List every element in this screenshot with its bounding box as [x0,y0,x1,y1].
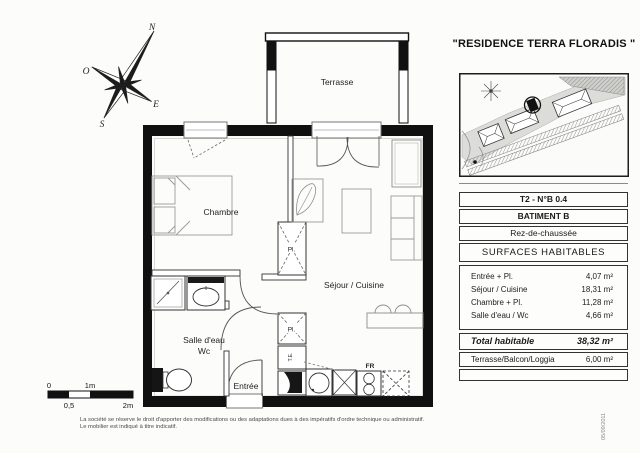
compass-east-label: E [152,100,159,110]
disclaimer-line-1: La société se réserve le droit d'apporte… [80,417,425,423]
site-map [459,73,629,177]
toilet-icon [152,368,192,392]
row-value: 4,07 m² [585,272,613,281]
compass-rose-icon [91,30,155,119]
placard-entree-label: Pl. [288,327,296,334]
fridge-slot-icon [382,370,410,397]
site-compass-icon [481,81,501,101]
unit-number: T2 - N°B 0.4 [459,192,628,207]
cooktop-icon [356,370,382,397]
compass-south-label: S [100,120,105,130]
surfaces-section-title: SURFACES HABITABLES [459,243,628,262]
bar-with-stools-icon [366,304,424,329]
salle-deau-label: Salle d'eau [183,335,225,345]
row-label: Séjour / Cuisine [471,285,528,294]
scale-2m-label: 2m [123,401,133,410]
terrace-value: 6,00 m² [585,355,613,364]
tableau-electrique-label: T.E. [288,353,294,362]
total-value: 38,32 m² [576,336,613,346]
terrace-structure [264,32,410,124]
fridge-label: FR [366,363,375,370]
scale-1m-label: 1m [85,381,95,390]
disclaimer-line-2: Le mobilier est indiqué à titre indicati… [80,423,177,430]
row-value: 11,28 m² [582,298,613,307]
site-entrance-dot [473,160,477,164]
washbasin-icon [186,275,226,311]
surface-rows: Entrée + Pl. 4,07 m² Séjour / Cuisine 18… [459,265,628,330]
row-label: Salle d'eau / Wc [471,311,529,320]
disclaimer-text: La société se réserve le droit d'apporte… [80,417,600,431]
wc-label: Wc [198,346,211,356]
total-row: Total habitable 38,32 m² [459,333,628,350]
compass-west-label: O [83,67,90,77]
counter-dashed-line [303,361,336,371]
row-value: 18,31 m² [581,285,613,294]
cabinet-icon [391,139,422,188]
plant-icon [291,178,324,223]
compass-north-label: N [148,23,156,33]
scale-bar: 0 1m 0,5 2m [47,381,134,410]
chambre-label: Chambre [204,207,239,217]
surface-table: T2 - N°B 0.4 BATIMENT B Rez-de-chaussée … [459,192,628,383]
terrace-label: Terrasse/Balcon/Loggia [471,355,555,364]
scale-zero-label: 0 [47,381,51,390]
empty-row [459,369,628,381]
chambre-window [183,121,228,159]
site-buildings [477,88,593,148]
row-value: 4,66 m² [585,311,613,320]
site-road-band [464,104,625,176]
dishwasher-icon [332,369,357,396]
interior-door-swings [220,275,278,351]
terrace-door [311,121,382,168]
table-row: Entrée + Pl. 4,07 m² [460,270,627,283]
plan-date: 05/09/2011 [601,412,607,440]
shower-icon [150,275,186,311]
exterior-walls [143,125,433,407]
table-icon [341,188,372,234]
site-highlighted-unit [523,96,542,114]
sejour-cuisine-label: Séjour / Cuisine [324,280,384,290]
floor-name: Rez-de-chaussée [459,226,628,241]
table-row: Salle d'eau / Wc 4,66 m² [460,309,627,322]
bed-icon [151,175,233,236]
table-row: Séjour / Cuisine 18,31 m² [460,283,627,296]
scale-half-label: 0,5 [64,401,74,410]
table-row: Chambre + Pl. 11,28 m² [460,296,627,309]
sofa-icon [390,195,423,261]
row-label: Chambre + Pl. [471,298,523,307]
terrace-row: Terrasse/Balcon/Loggia 6,00 m² [459,352,628,367]
residence-title: "RESIDENCE TERRA FLORADIS " [452,38,636,50]
entree-label: Entrée [233,381,258,391]
kitchen-sink-icon [305,368,333,397]
site-roads [461,130,484,170]
placard-chambre-label: Pl. [288,247,296,254]
total-label: Total habitable [471,336,535,346]
building-name: BATIMENT B [459,209,628,224]
terrasse-label: Terrasse [321,77,354,87]
closet-column: Pl. Pl. T.E. [277,221,307,396]
row-label: Entrée + Pl. [471,272,514,281]
panel-divider [459,183,628,184]
